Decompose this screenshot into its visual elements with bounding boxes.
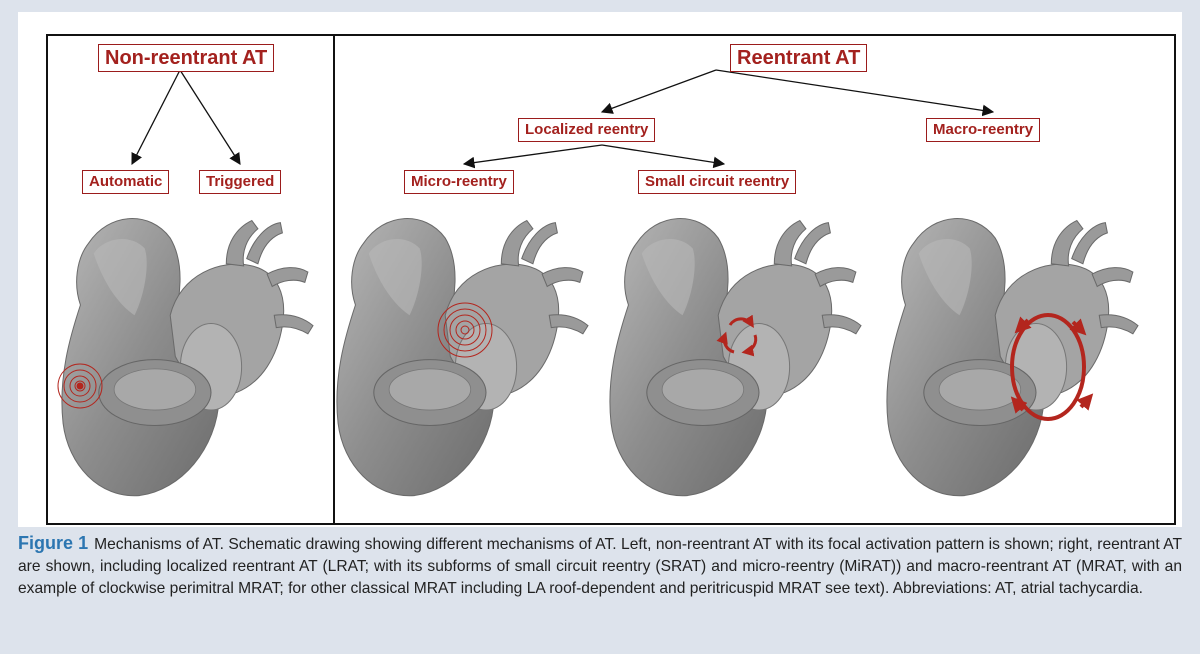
triggered-label: Triggered [199, 170, 282, 194]
focal-activation-icon [57, 363, 103, 409]
macro-reentry-icon [1010, 313, 1094, 421]
heart-small-circuit [609, 218, 862, 497]
reentrant-at-label: Reentrant AT [730, 44, 868, 72]
figure-panel: Non-reentrant AT Automatic Triggered Ree… [18, 12, 1182, 527]
localized-reentry-label: Localized reentry [518, 118, 656, 142]
small-circuit-reentry-icon [716, 314, 758, 357]
small-circuit-reentry-label: Small circuit reentry [638, 170, 797, 194]
heart-automatic [61, 218, 314, 497]
micro-reentry-label: Micro-reentry [404, 170, 514, 194]
figure-number: Figure 1 [18, 533, 89, 553]
macro-reentry-label: Macro-reentry [926, 118, 1041, 142]
non-reentrant-at-label: Non-reentrant AT [98, 44, 275, 72]
automatic-label: Automatic [82, 170, 170, 194]
caption-text: Mechanisms of AT. Schematic drawing show… [18, 536, 1183, 597]
diagram-drawing [57, 69, 1139, 497]
micro-reentry-icon [437, 302, 493, 358]
